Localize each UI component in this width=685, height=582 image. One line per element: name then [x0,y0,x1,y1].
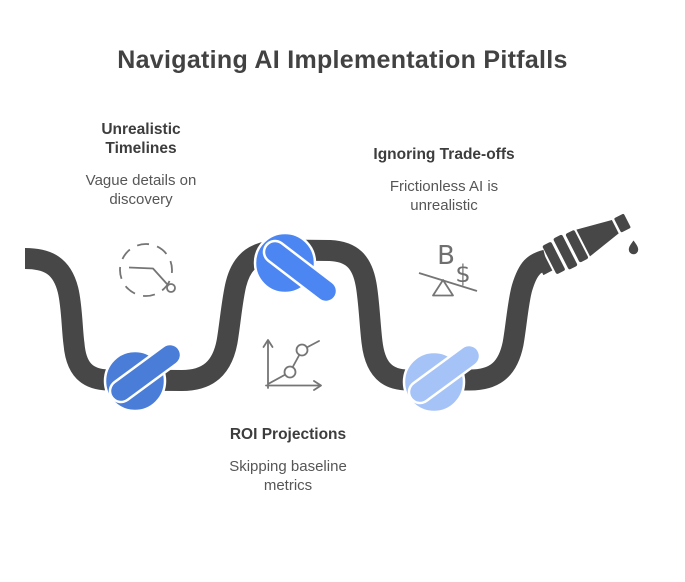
pitfall-label: Ignoring Trade-offs [373,146,515,163]
nozzle-collar [533,251,553,276]
nozzle-rib [565,230,588,263]
knot-timelines [103,342,183,413]
nozzle-tip [614,213,631,233]
nozzle-cone [576,219,619,257]
line-chart-icon [262,339,322,391]
nozzle-rib [553,234,578,270]
pitfall-unrealistic-timelines: Unrealistic Timelines Vague details on d… [31,121,251,209]
nozzle-rib [542,242,565,274]
droplet-icon [628,240,639,255]
pitfall-ignoring-tradeoffs: Ignoring Trade-offs Frictionless AI is u… [334,146,554,215]
balance-left-symbol: B [437,241,455,271]
pitfall-description: Skipping baseline metrics [229,457,347,495]
knot-roi [253,231,339,304]
balance-right-symbol: $ [455,260,470,288]
nozzle [533,213,631,276]
pitfall-description: Frictionless AI is unrealistic [389,177,499,215]
knot-tradeoffs [402,343,482,414]
balance-icon: B $ [418,241,478,297]
pitfall-description: Vague details on discovery [85,171,197,208]
clock-icon [119,243,176,297]
pitfall-label: ROI Projections [229,426,347,443]
page-title: Navigating AI Implementation Pitfalls [117,46,568,74]
pitfall-roi-projections: ROI Projections Skipping baseline metric… [178,426,398,495]
pitfall-label: Unrealistic Timelines [101,121,181,157]
